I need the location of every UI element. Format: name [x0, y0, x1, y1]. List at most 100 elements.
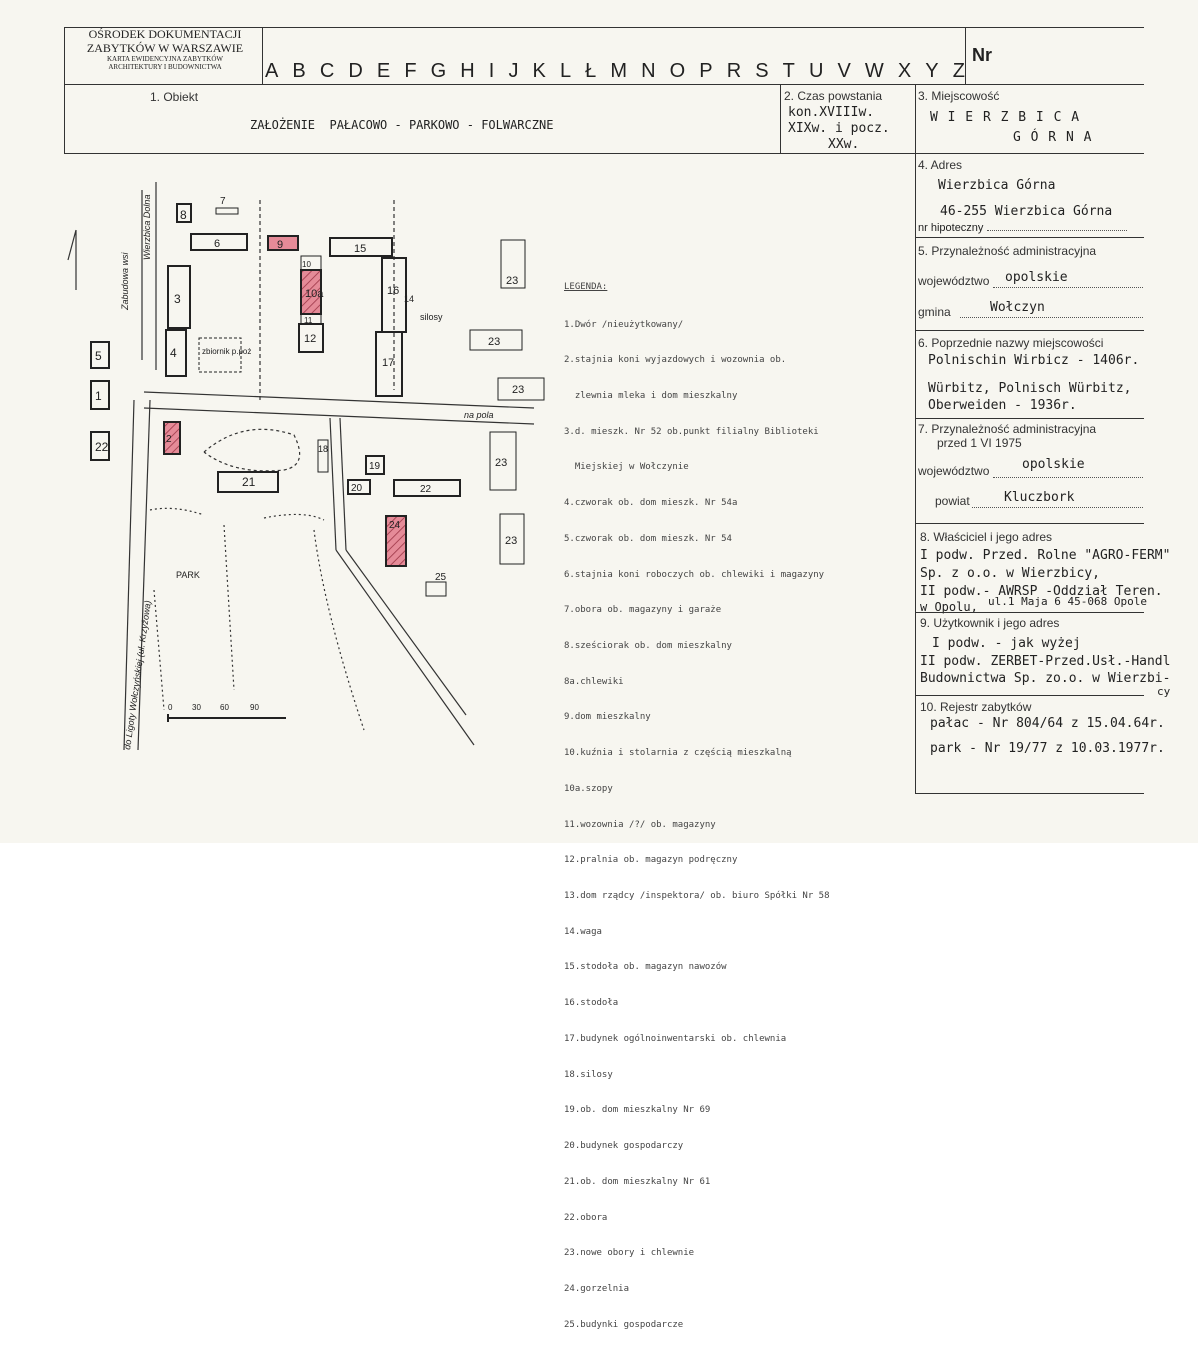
hipoteczny-dots [987, 230, 1128, 231]
building-10 [267, 235, 299, 251]
przed1975-label1: 7. Przynależność administracyjna [918, 422, 1097, 436]
map-legend: LEGENDA: 1.Dwór /nieużytkowany/ 2.stajni… [564, 258, 830, 1355]
legend-item: 10.kuźnia i stolarnia z częścią mieszkal… [564, 748, 792, 759]
letter: H [460, 60, 475, 82]
letter: R [726, 60, 742, 82]
map-label-17: 17 [382, 357, 394, 369]
obiekt-label: 1. Obiekt [150, 90, 199, 104]
legend-item: 1.Dwór /nieużytkowany/ [564, 319, 684, 330]
building-23c [497, 377, 545, 401]
letter: N [641, 60, 656, 82]
miejscowosc-line1: W I E R Z B I C A [930, 110, 1081, 125]
building-13 [298, 323, 324, 353]
building-20 [365, 455, 385, 475]
letter: I [488, 60, 495, 82]
legend-item: 14.waga [564, 926, 602, 937]
miejscowosc-line2: G Ó R N A [1013, 130, 1093, 145]
woj-dots [993, 286, 1143, 288]
fire-reservoir [198, 337, 242, 373]
map-label-18: 14 [404, 294, 414, 304]
letter: Z [952, 60, 965, 82]
legend-item: 4.czworak ob. dom mieszk. Nr 54a [564, 498, 738, 509]
map-label-25: 25 [435, 572, 447, 583]
map-label-19: 18 [318, 444, 328, 454]
wlasciciel-line3: II podw.- AWRSP -Oddział Teren. [920, 584, 1163, 599]
right-column-divider [915, 85, 916, 793]
section-divider [915, 153, 1144, 154]
legend-item: 11.wozownia /?/ ob. magazyny [564, 819, 716, 830]
uzytkownik-line4: cy [1157, 685, 1171, 698]
org-block: OŚRODEK DOKUMENTACJI ZABYTKÓW W WARSZAWI… [70, 28, 260, 71]
building-4 [90, 380, 110, 410]
letter: T [782, 60, 795, 82]
uzytkownik-line1: I podw. - jak wyżej [932, 636, 1081, 651]
letter: G [430, 60, 447, 82]
przed1975-label2: przed 1 VI 1975 [937, 436, 1022, 450]
miejscowosc-label: 3. Miejscowość [918, 89, 1000, 103]
legend-item: 7.obora ob. magazyny i garaże [564, 605, 722, 616]
map-label-3: 22 [95, 440, 109, 454]
map-label-4: 1 [95, 389, 102, 403]
alphabet-index: A B C D E F G H I J K L Ł M N O P R S T … [265, 60, 965, 83]
rejestr-line2: park - Nr 19/77 z 10.03.1977r. [930, 741, 1165, 756]
rejestr-label: 10. Rejestr zabytków [920, 700, 1032, 714]
powiat-label: powiat [935, 494, 970, 508]
map-label-20: 19 [369, 461, 381, 472]
section-divider [915, 523, 1144, 524]
wlasciciel-label: 8. Właściciel i jego adres [920, 530, 1053, 544]
czas-line2: XIXw. i pocz. [788, 121, 890, 136]
building-7 [167, 265, 191, 329]
building-3 [90, 431, 110, 461]
building-23d [489, 431, 517, 491]
powiat-dots [972, 506, 1143, 508]
building-9 [176, 203, 192, 223]
map-label-2: 2 [166, 434, 172, 445]
legend-item: zlewnia mleka i dom mieszkalny [564, 390, 738, 401]
map-label-15: 15 [354, 243, 366, 255]
legend-item: 20.budynek gospodarczy [564, 1141, 684, 1152]
map-label-village: Zabudowa wsi [120, 251, 130, 311]
legend-item: 10a.szopy [564, 783, 613, 794]
przynaleznosc-label: 5. Przynależność administracyjna [918, 244, 1097, 258]
obiekt-value: ZAŁOŻENIE PAŁACOWO - PARKOWO - FOLWARCZN… [250, 118, 554, 132]
letter: K [532, 60, 546, 82]
woj-label-old: województwo [918, 464, 990, 478]
wlasciciel-line1: I podw. Przed. Rolne "AGRO-FERM" [920, 548, 1171, 563]
czas-divider [780, 85, 781, 153]
legend-item: Miejskiej w Wołczynie [564, 462, 689, 473]
legend-item: 8.sześciorak ob. dom mieszkalny [564, 641, 732, 651]
legend-item: 23.nowe obory i chlewnie [564, 1248, 695, 1259]
building-19 [317, 439, 329, 473]
building-2 [163, 421, 181, 455]
scale-bar [167, 714, 286, 722]
map-label-silosy: silosy [420, 312, 443, 322]
map-label-12: 11 [304, 316, 313, 325]
scale-0: 0 [168, 703, 173, 712]
map-label-23d: 23 [495, 457, 507, 469]
letter: C [319, 60, 335, 82]
hipoteczny-row: nr hipoteczny [918, 222, 1143, 234]
letter: J [508, 60, 519, 82]
poprzednie-line1: Polnischin Wirbicz - 1406r. [928, 353, 1140, 368]
scale-90: 90 [250, 703, 259, 712]
org-card-type-line1: KARTA EWIDENCYJNA ZABYTKÓW [106, 55, 224, 63]
obiekt-bottom [64, 153, 915, 154]
building-23a [500, 239, 526, 289]
letter: F [404, 60, 417, 82]
building-23b [469, 329, 523, 351]
map-label-23e: 23 [505, 535, 517, 547]
map-label-10: 9 [277, 239, 283, 251]
letter: W [864, 60, 884, 82]
legend-item: 17.budynek ogólnoinwentarski ob. chlewni… [564, 1033, 787, 1044]
frame-top [64, 27, 1144, 28]
letter: D [348, 60, 363, 82]
legend-item: 21.ob. dom mieszkalny Nr 61 [564, 1176, 711, 1187]
right-bottom [915, 793, 1144, 794]
powiat-value: Kluczbork [1004, 490, 1075, 505]
map-label-21: 20 [351, 483, 363, 494]
woj-value: opolskie [1005, 270, 1068, 285]
map-label-reservoir: zbiornik p.poż [202, 347, 251, 356]
wlasciciel-line4a: w Opolu, [920, 600, 978, 614]
map-label-23a: 23 [506, 275, 518, 287]
letter: B [292, 60, 306, 82]
